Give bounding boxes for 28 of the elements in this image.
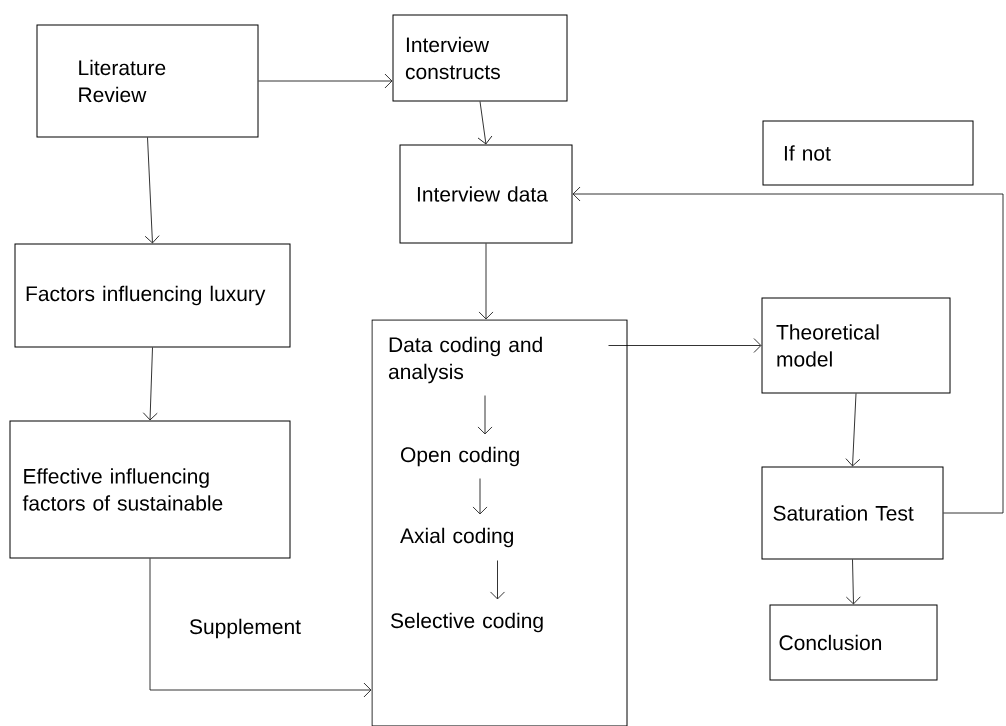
process-box: Conclusion xyxy=(769,604,938,681)
process-box: Factors influencing luxury xyxy=(14,243,291,348)
step-text: Axial coding xyxy=(400,527,513,548)
group-box xyxy=(371,319,628,726)
arrow xyxy=(477,395,493,435)
process-box: Saturation Test xyxy=(761,466,944,560)
process-box: Interview data xyxy=(399,144,573,244)
step-text: Data coding and analysis xyxy=(388,336,542,384)
process-box: Effective influencing factors of sustainable xyxy=(9,420,291,559)
arrow xyxy=(478,243,494,320)
process-box: Literature Review xyxy=(36,24,259,138)
arrow xyxy=(845,559,861,605)
step-text: Open coding xyxy=(401,446,519,467)
arrow xyxy=(477,101,493,145)
process-box: If not xyxy=(762,120,974,186)
arrow xyxy=(258,73,393,89)
arrow xyxy=(149,558,372,698)
arrow xyxy=(572,186,1004,514)
arrow xyxy=(472,478,488,515)
process-box: Interview constructs xyxy=(392,14,568,102)
arrow xyxy=(608,338,762,353)
step-text: Selective coding xyxy=(390,612,543,633)
arrow xyxy=(845,393,861,467)
arrow xyxy=(144,137,160,244)
arrow xyxy=(490,560,505,600)
process-box: Theoretical model xyxy=(761,297,951,394)
arrow xyxy=(142,347,158,421)
edge-label: Supplement xyxy=(187,617,303,640)
